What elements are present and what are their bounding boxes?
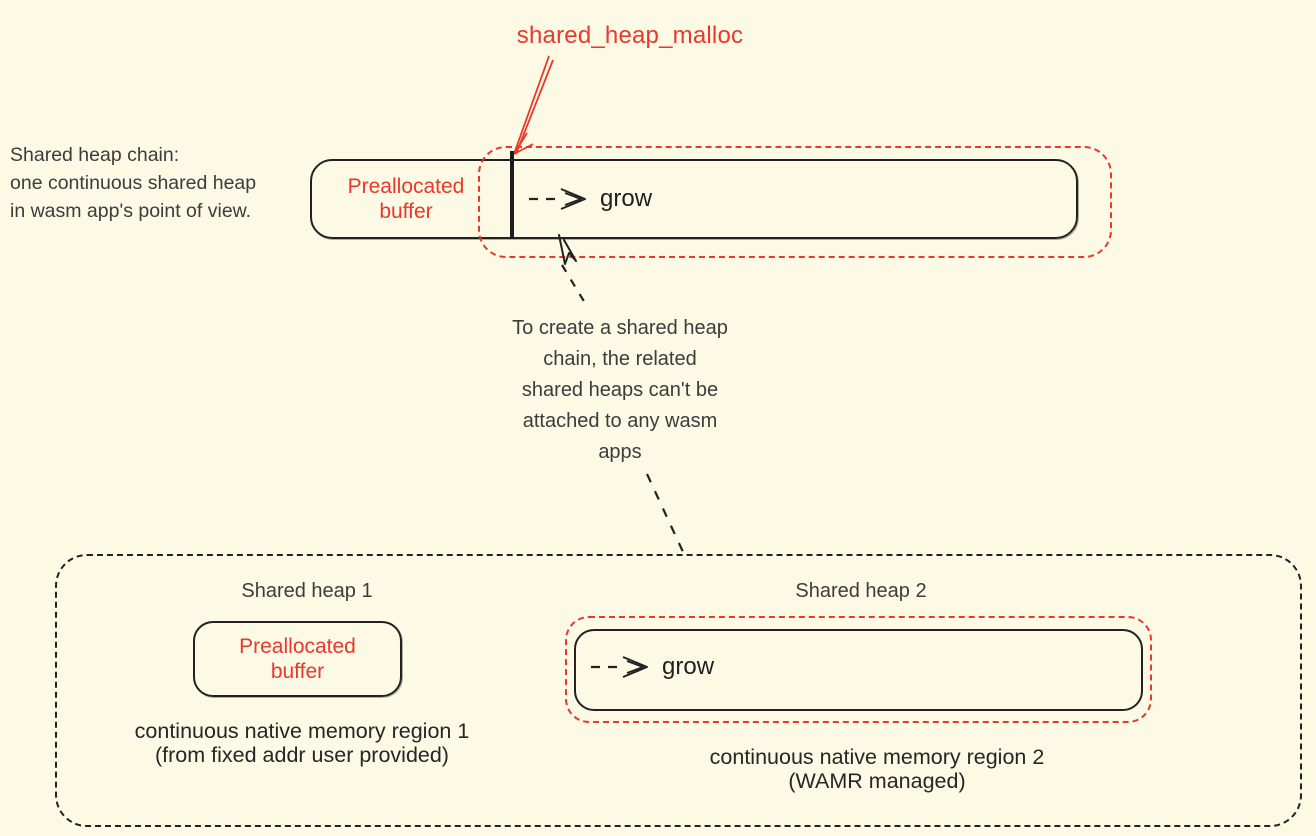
- caption-line: continuous native memory region 2: [709, 745, 1045, 769]
- shared-heap-chain-rect: [310, 159, 1078, 239]
- note-line: chain, the related: [543, 348, 697, 370]
- heap-divider-tick: [510, 151, 514, 239]
- connector-dashed-upper: [561, 264, 589, 309]
- grow-arrow-icon: [591, 656, 648, 678]
- grow-arrow-icon: [529, 188, 586, 210]
- shared-heap-chain-note: To create a shared heap chain, the relat…: [455, 313, 785, 468]
- chain-note-line: in wasm app's point of view.: [10, 200, 252, 222]
- caption-line: continuous native memory region 1: [134, 719, 470, 743]
- grow-label: grow: [600, 185, 653, 212]
- wamr-managed-region-2-outline: [565, 616, 1152, 723]
- shared-heap-1-title: Shared heap 1: [241, 580, 373, 602]
- note-line: shared heaps can't be: [521, 379, 719, 401]
- note-line: To create a shared heap: [512, 317, 728, 339]
- caption-line: (from fixed addr user provided): [155, 743, 449, 767]
- preallocated-buffer-label: Preallocated buffer: [330, 174, 482, 224]
- note-line: attached to any wasm: [522, 410, 718, 432]
- preallocated-buffer-line: buffer: [270, 660, 325, 683]
- preallocated-buffer-line: Preallocated: [239, 635, 356, 658]
- preallocated-buffer-line: Preallocated: [347, 175, 465, 198]
- grow-label: grow: [662, 653, 715, 680]
- shared-heap-malloc-label: shared_heap_malloc: [516, 22, 744, 49]
- grow-annotation: grow: [527, 185, 652, 213]
- connector-dashed-lower: [646, 473, 685, 555]
- chain-note-line: Shared heap chain:: [10, 144, 180, 166]
- caption-line: (WAMR managed): [788, 769, 966, 793]
- shared-heaps-group-outline: [55, 554, 1302, 827]
- shared-heap-1-rect: Preallocated buffer: [193, 621, 402, 697]
- shared-heap-2-title: Shared heap 2: [795, 580, 927, 602]
- chain-note-line: one continuous shared heap: [10, 172, 257, 194]
- grow-annotation: grow: [589, 653, 714, 681]
- preallocated-buffer-line: buffer: [379, 200, 433, 223]
- memory-region-2-caption: continuous native memory region 2 (WAMR …: [667, 745, 1087, 793]
- wamr-managed-region-outline: [478, 146, 1112, 258]
- memory-region-1-caption: continuous native memory region 1 (from …: [92, 719, 512, 767]
- note-line: apps: [598, 441, 642, 463]
- shared-heap-2-rect: [574, 629, 1143, 711]
- chain-note: Shared heap chain: one continuous shared…: [10, 141, 256, 225]
- malloc-arrow-icon: [513, 55, 554, 155]
- cursor-icon: [558, 234, 577, 265]
